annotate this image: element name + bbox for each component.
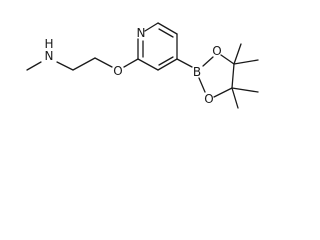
bond-methyl-4 <box>231 87 239 109</box>
bond-methyl-1 <box>233 43 242 65</box>
bond-c6-c5 <box>157 22 178 35</box>
bond-ch2-ch2 <box>72 57 96 71</box>
atom-b-boron: B <box>193 65 201 79</box>
bond-b-o-top <box>202 56 214 67</box>
bond-ch2-o <box>94 57 113 68</box>
atom-o-ether: O <box>113 64 122 78</box>
bond-c4-b <box>176 58 193 68</box>
bond-methyl-3 <box>231 87 259 93</box>
bond-c-c <box>231 63 235 89</box>
bond-o-c2 <box>123 58 139 68</box>
bond-c4-c3-double <box>158 56 174 66</box>
bond-methyl-2 <box>233 59 259 65</box>
bond-c-o-bottom <box>213 87 233 98</box>
bond-methyl-n <box>26 61 42 71</box>
bond-o-bottom-b <box>198 77 206 93</box>
atom-n-pyridine: N <box>137 26 146 40</box>
atom-h-amine: H <box>44 37 53 51</box>
bond-c3-c2 <box>137 58 159 71</box>
bond-n1-c6 <box>144 22 159 32</box>
chemical-structure: N H O N B O O <box>26 22 259 109</box>
bond-o-top-c <box>220 54 235 65</box>
bond-c6-c5-double <box>158 28 174 38</box>
bond-n-ch2 <box>56 61 74 71</box>
atom-n-amine: N <box>45 49 54 63</box>
atom-o-ring-top: O <box>212 44 221 58</box>
atom-o-ring-bottom: O <box>204 92 213 106</box>
bond-c4-c3 <box>157 58 178 71</box>
